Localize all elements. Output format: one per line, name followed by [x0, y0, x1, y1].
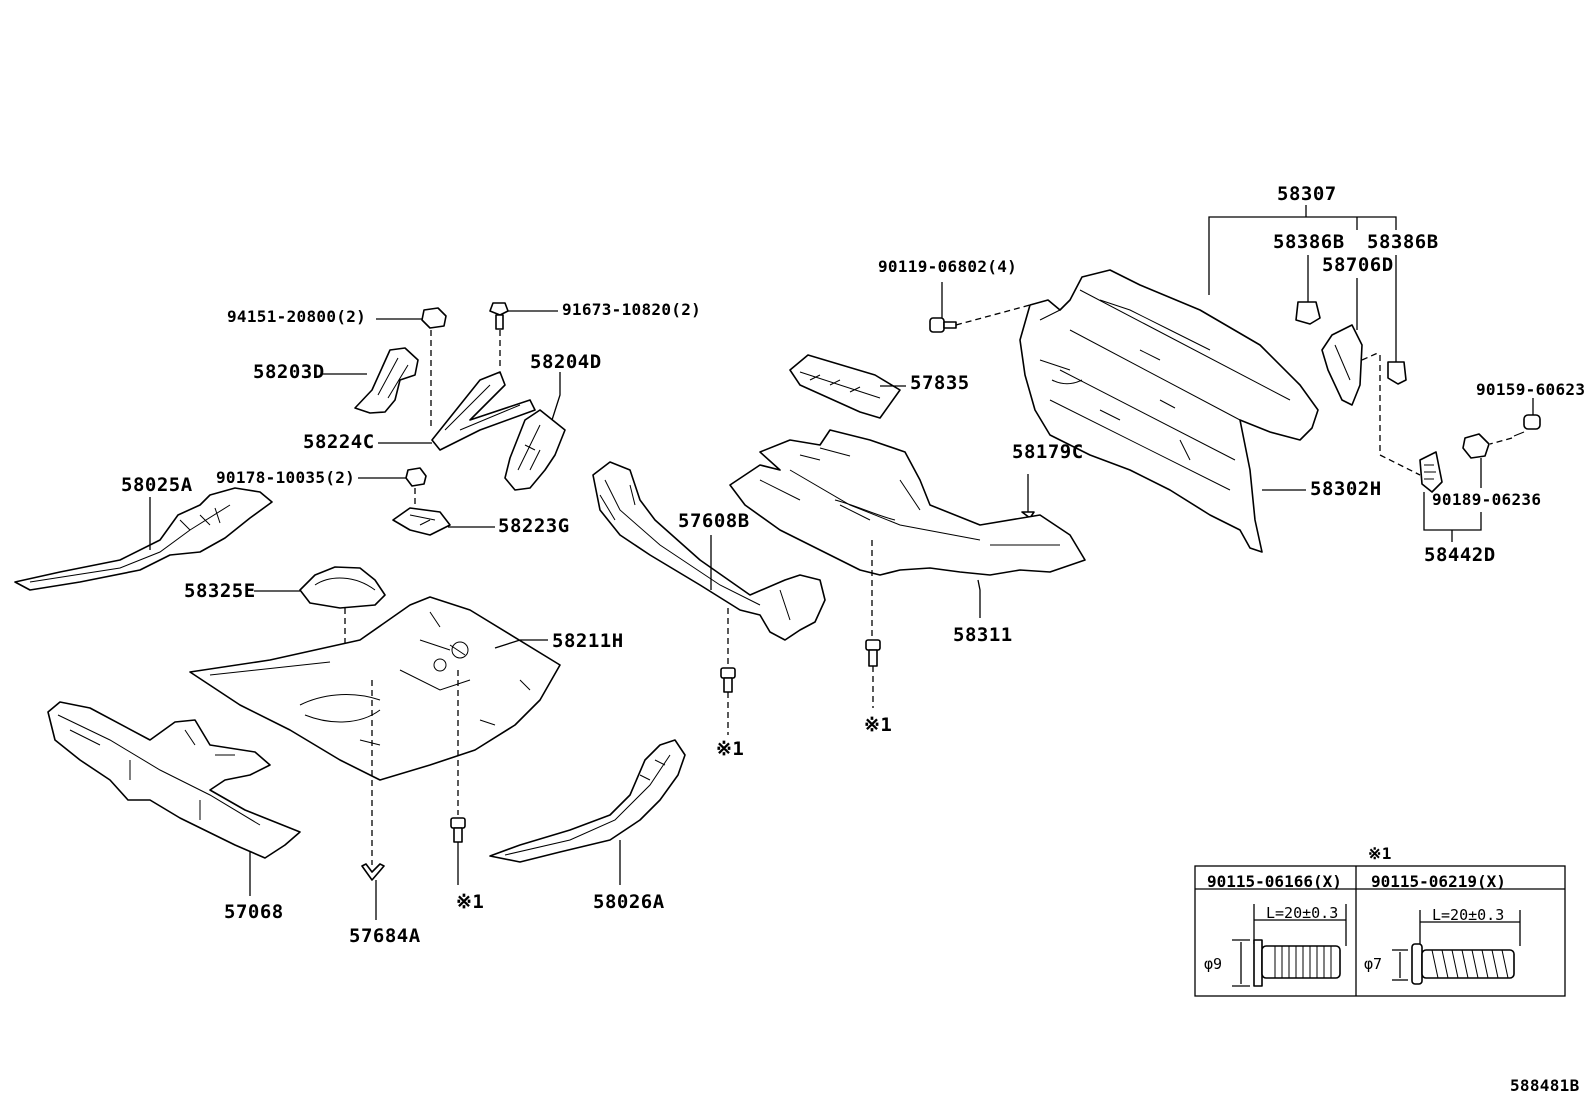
callout-90178-10035: 90178-10035(2)	[216, 468, 356, 487]
part-58026A	[489, 739, 686, 885]
bolt-90119	[929, 282, 1031, 333]
note-1-57608B: ※1	[716, 738, 745, 760]
callout-90119-06802: 90119-06802(4)	[878, 257, 1018, 276]
part-58325E	[254, 566, 386, 700]
callout-58442D: 58442D	[1424, 544, 1496, 566]
callout-58203D: 58203D	[253, 361, 325, 383]
callout-58026A: 58026A	[593, 891, 665, 913]
callout-58302H: 58302H	[1310, 478, 1382, 500]
callout-58223G: 58223G	[498, 515, 570, 537]
callout-57835: 57835	[910, 372, 970, 394]
callout-58025A: 58025A	[121, 474, 193, 496]
callout-91673-10820: 91673-10820(2)	[562, 300, 702, 319]
callout-58307: 58307	[1277, 183, 1337, 205]
callout-57068: 57068	[224, 901, 284, 923]
part-57068	[47, 701, 301, 896]
part-58025A	[14, 487, 273, 591]
diagram-id: 588481B	[1510, 1076, 1580, 1095]
note-1-58311: ※1	[864, 714, 893, 736]
reference-col2-length: L=20±0.3	[1432, 906, 1505, 924]
nut-90178	[358, 467, 427, 508]
part-57608B	[592, 461, 826, 735]
part-58179C	[1021, 474, 1035, 519]
part-58224C	[378, 371, 536, 451]
callout-58211H: 58211H	[552, 630, 624, 652]
reference-table: 90115-06166(X) 90115-06219(X)	[1195, 866, 1565, 996]
callout-58179C: 58179C	[1012, 441, 1084, 463]
callout-58386B-left: 58386B	[1273, 231, 1345, 253]
reference-col1-header: 90115-06166(X)	[1207, 872, 1342, 891]
callout-90189-06236: 90189-06236	[1432, 490, 1542, 509]
clip-58386B-right	[1387, 255, 1407, 385]
part-58311	[729, 429, 1086, 708]
reference-col1-diameter: φ9	[1204, 955, 1223, 973]
callout-94151-20800: 94151-20800(2)	[227, 307, 367, 326]
clip-58386B-left	[1295, 255, 1321, 325]
bracket-58307	[1208, 205, 1397, 295]
reference-table-frame	[1194, 865, 1566, 997]
reference-col2-diameter: φ7	[1364, 955, 1383, 973]
bolt-drawing-90115-06219	[1392, 910, 1521, 985]
callout-58224C: 58224C	[303, 431, 375, 453]
callout-58706D: 58706D	[1322, 254, 1394, 276]
part-58442D	[1419, 433, 1490, 542]
callout-58386B-right: 58386B	[1367, 231, 1439, 253]
part-58203D	[322, 347, 419, 414]
part-58204D	[504, 372, 566, 491]
callout-90159-60623: 90159-60623	[1476, 380, 1586, 399]
note-1-58211H: ※1	[456, 891, 485, 913]
bolt-drawing-90115-06166	[1232, 904, 1347, 987]
callout-58311: 58311	[953, 624, 1013, 646]
part-58211H	[189, 596, 561, 920]
part-58302H	[1019, 269, 1319, 553]
part-58706D	[1321, 278, 1421, 476]
part-57835	[789, 354, 906, 419]
callout-58204D: 58204D	[530, 351, 602, 373]
callout-57608B: 57608B	[678, 510, 750, 532]
part-58223G	[392, 507, 495, 536]
reference-col2-header: 90115-06219(X)	[1371, 872, 1506, 891]
callout-57684A: 57684A	[349, 925, 421, 947]
reference-table-title: ※1	[1368, 844, 1392, 863]
callout-58325E: 58325E	[184, 580, 256, 602]
bolt-91673	[489, 302, 558, 370]
reference-col1-length: L=20±0.3	[1266, 904, 1339, 922]
bolt-90159	[1489, 398, 1541, 445]
nut-94151	[376, 307, 447, 430]
